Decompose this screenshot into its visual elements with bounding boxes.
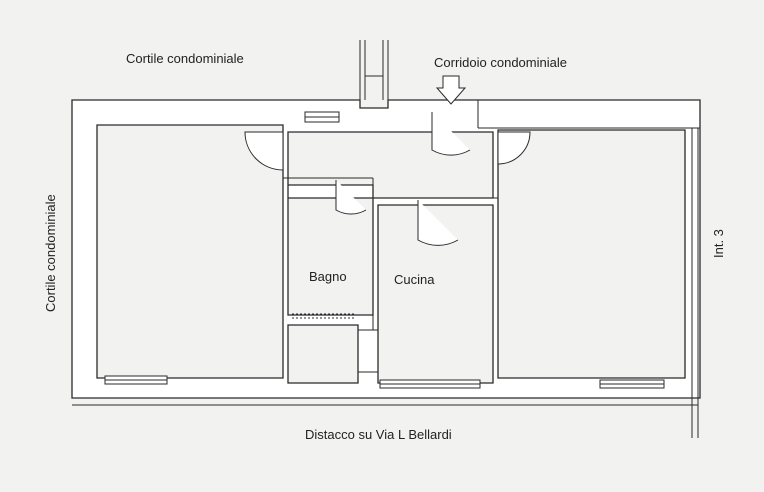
door-left-room [244,131,284,171]
label-corridor: Corridoio condominiale [434,55,567,70]
door-entrance [431,112,471,156]
entrance-arrow-icon [435,75,467,105]
door-kitchen [417,200,459,246]
wall-details [283,40,700,438]
window-top [304,111,340,123]
label-courtyard-left: Cortile condominiale [43,194,58,312]
door-swings [244,112,531,246]
door-bathroom [335,180,367,215]
label-street-gap: Distacco su Via L Bellardi [305,427,452,442]
window-bottom-left [104,375,168,385]
label-kitchen: Cucina [394,272,435,287]
window-bottom-center [379,379,481,389]
label-unit: Int. 3 [711,229,726,258]
site-lines [72,397,698,406]
label-bathroom: Bagno [309,269,347,284]
windows [104,111,665,389]
window-bottom-right [599,379,665,389]
door-right-room [497,131,531,165]
label-courtyard-top: Cortile condominiale [126,51,244,66]
